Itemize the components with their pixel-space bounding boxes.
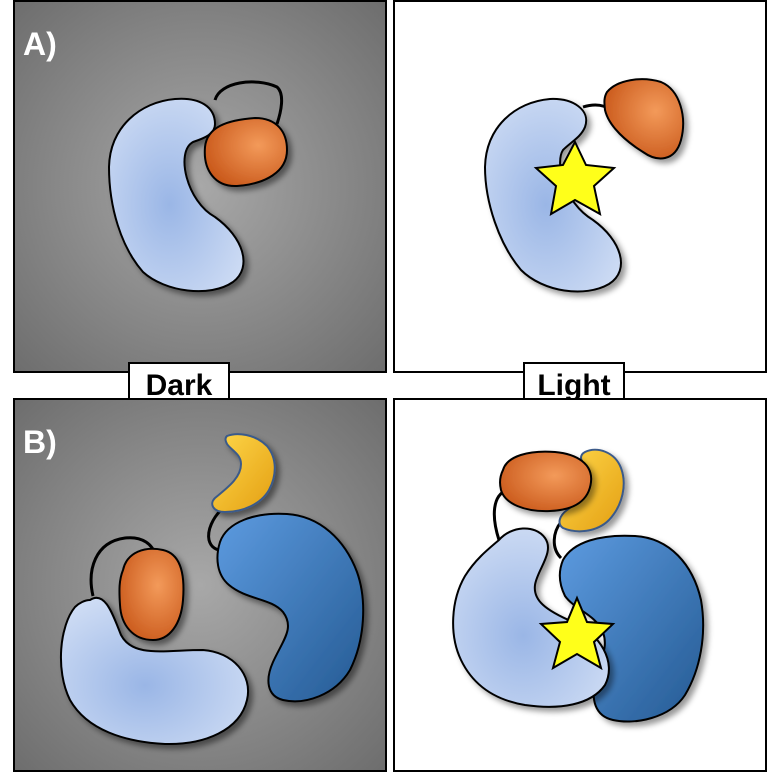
dark-blue-domain bbox=[558, 534, 705, 723]
panel-a-dark-drawing bbox=[15, 2, 385, 371]
chromophore-star bbox=[538, 595, 616, 671]
linker-loop-right bbox=[207, 508, 223, 552]
panel-a-light-drawing bbox=[395, 2, 765, 371]
panel-a-light bbox=[393, 0, 767, 373]
panel-a-dark: A) bbox=[13, 0, 387, 373]
pale-blue-domain bbox=[107, 97, 245, 293]
panel-b-light bbox=[393, 398, 767, 772]
panel-b-dark-drawing bbox=[15, 400, 385, 770]
yellow-domain bbox=[211, 433, 276, 514]
row-label-a: A) bbox=[23, 26, 57, 62]
pale-blue-domain bbox=[452, 527, 610, 708]
orange-domain bbox=[498, 450, 593, 513]
chromophore-star bbox=[533, 139, 617, 216]
dark-background bbox=[15, 2, 385, 371]
orange-domain bbox=[118, 547, 185, 642]
linker-loop-left bbox=[89, 536, 157, 597]
pale-blue-domain bbox=[483, 97, 622, 293]
panel-b-light-drawing bbox=[395, 400, 765, 770]
orange-domain bbox=[603, 78, 685, 160]
pale-blue-domain bbox=[60, 596, 250, 746]
dark-blue-domain bbox=[216, 512, 365, 703]
linker-loop bbox=[213, 80, 284, 125]
row-label-b: B) bbox=[23, 424, 57, 460]
yellow-domain bbox=[558, 448, 625, 533]
panel-b-dark: B) bbox=[13, 398, 387, 772]
orange-domain bbox=[203, 116, 289, 188]
